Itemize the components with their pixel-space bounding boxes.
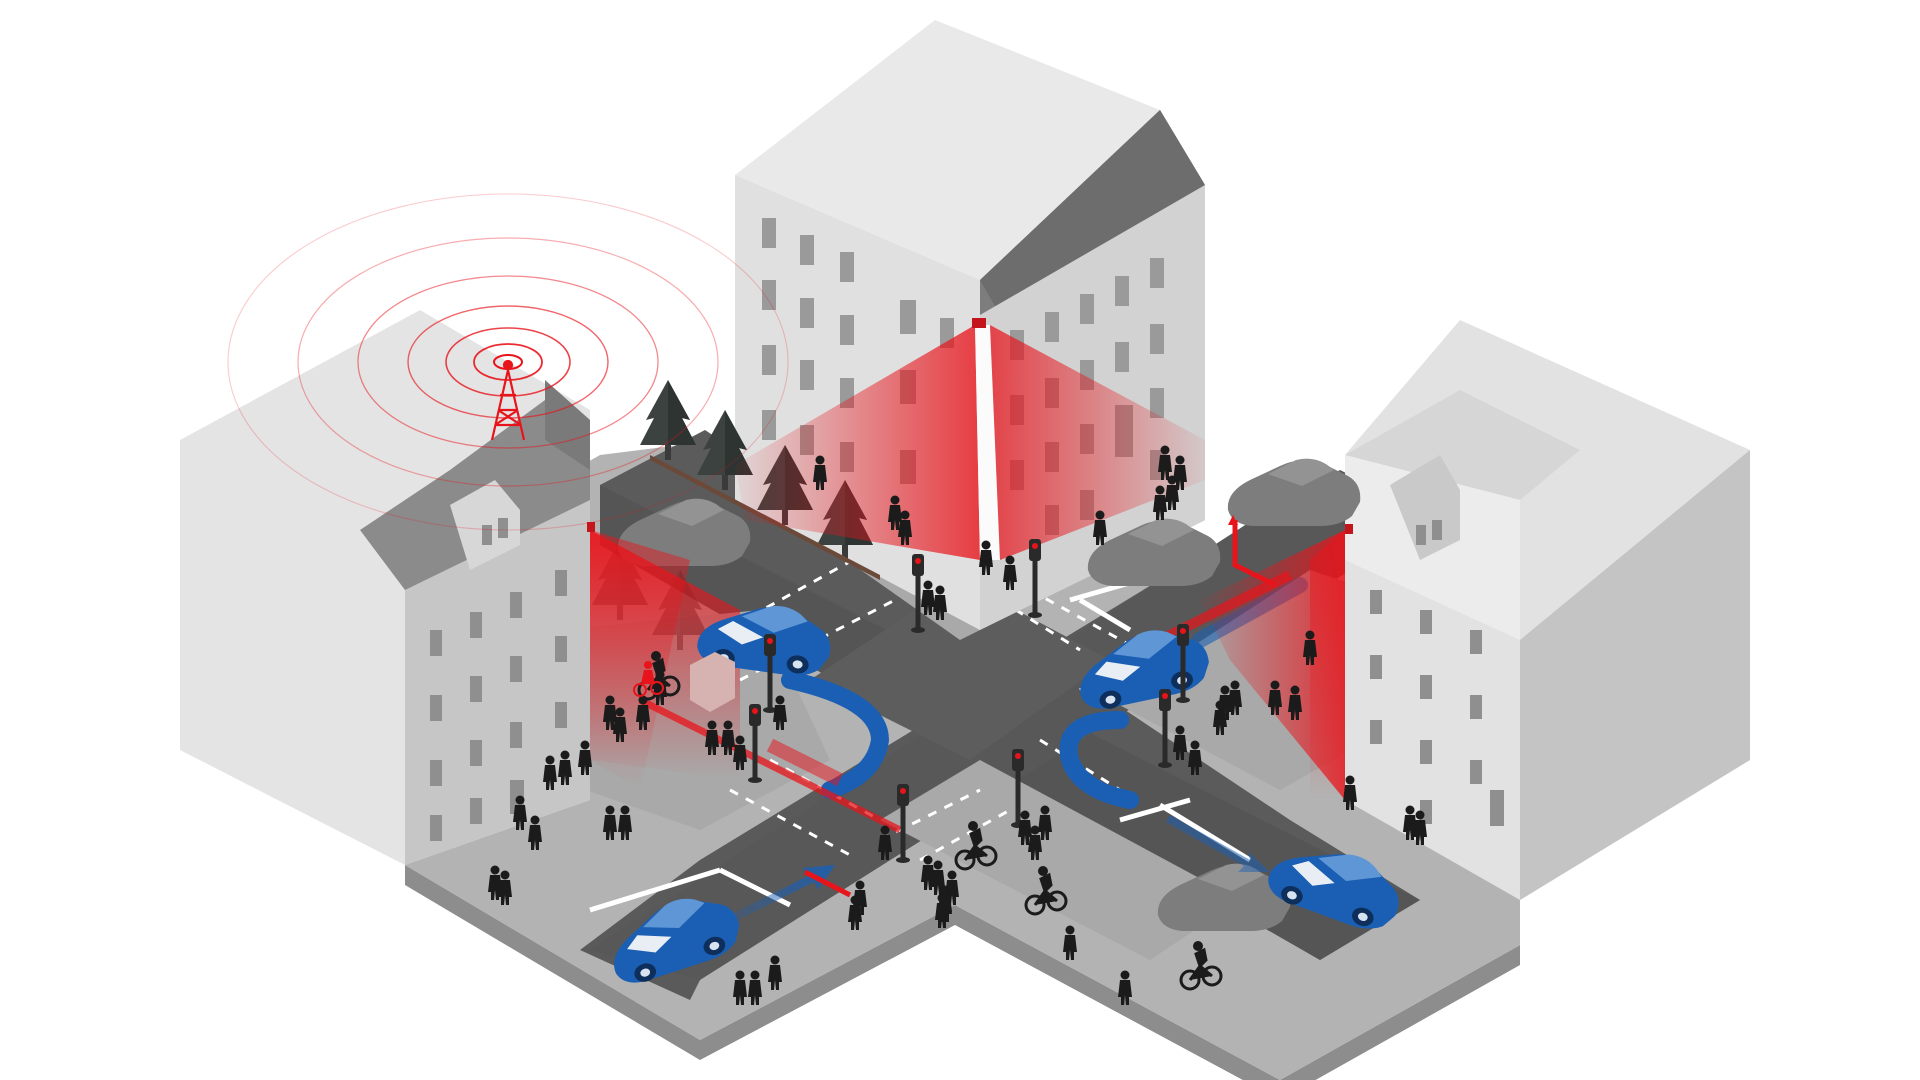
sensor-cone-center-left	[735, 325, 980, 560]
sensor-corner-right	[1345, 524, 1353, 534]
lane-markings	[729, 543, 1131, 862]
building-left	[180, 310, 590, 865]
windows-right	[1370, 520, 1504, 826]
detected-cyclist	[633, 661, 664, 697]
signal-waves	[227, 193, 789, 531]
sensor-corner-center	[972, 318, 986, 328]
sensor-corner-left	[587, 522, 595, 532]
kiosk	[690, 652, 735, 712]
direction-arrows	[730, 815, 1270, 920]
sidewalk-corner-s	[880, 760, 1240, 960]
sensor-coverage	[590, 325, 1345, 898]
intersection-center	[810, 580, 1110, 760]
sensors	[587, 318, 1353, 534]
building-right	[1345, 320, 1750, 900]
sensor-cone-center-right	[990, 325, 1205, 560]
radio-tower-icon	[490, 359, 526, 441]
